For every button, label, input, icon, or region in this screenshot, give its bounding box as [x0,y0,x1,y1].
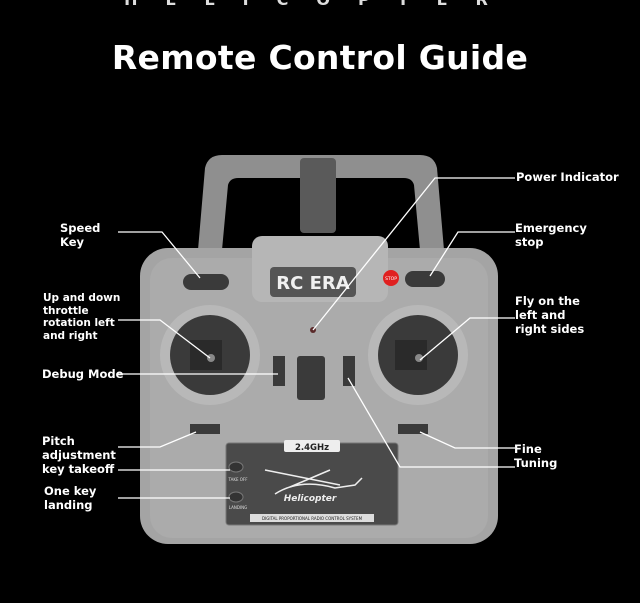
right-debug-trim [343,356,355,386]
label-power-indicator: Power Indicator [516,170,619,184]
label-pitch: Pitch adjustment key takeoff [42,434,116,476]
svg-text:LANDING: LANDING [229,505,247,510]
helicopter-icon [264,469,363,495]
label-throttle: Up and down throttle rotation left and r… [43,292,121,342]
right-stick [395,340,427,370]
leader-lines [118,177,515,499]
brand-logo: RC ERA [276,273,349,294]
brand-plate [270,267,356,297]
top-strip-text: HELICOPTER [0,0,640,9]
left-fine-trim [190,424,220,434]
speed-key [183,274,229,290]
page-title: Remote Control Guide [111,38,529,77]
takeoff-button [228,461,244,473]
label-emergency-stop: Emergency stop [515,221,587,249]
svg-text:TAKE OFF: TAKE OFF [227,477,248,482]
label-fly-sides: Fly on the left and right sides [515,294,585,336]
label-speed-key: Speed Key [60,221,101,249]
mode-switch [297,356,325,400]
landing-button [228,491,244,503]
label-debug-mode: Debug Mode [42,367,124,381]
label-landing: One key landing [44,484,97,512]
emergency-stop-key [405,271,445,287]
right-fine-trim [398,424,428,434]
model-label: Helicopter [284,494,337,504]
label-fine-tuning: Fine Tuning [514,442,558,470]
frequency-label: 2.4GHz [295,443,329,453]
svg-text:DIGITAL PROPORTIONAL RADIO CON: DIGITAL PROPORTIONAL RADIO CONTROL SYSTE… [262,516,363,521]
svg-text:STOP: STOP [385,276,397,282]
antenna [300,158,336,233]
left-debug-trim [273,356,285,386]
stop-icon [383,270,399,286]
